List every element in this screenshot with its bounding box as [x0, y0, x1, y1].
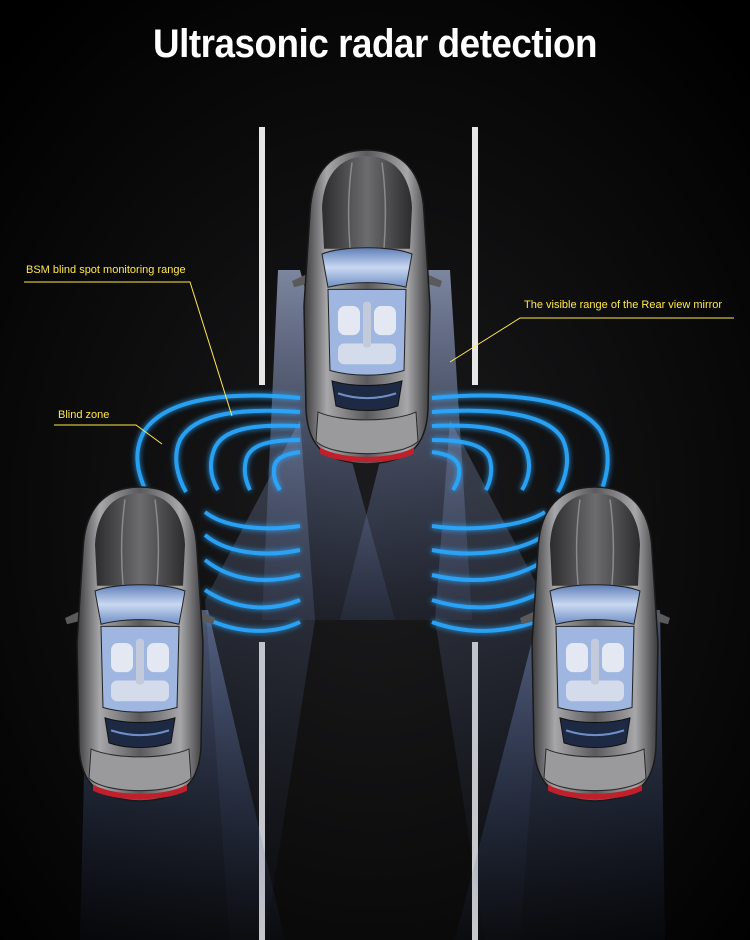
lane-line-icon — [472, 127, 478, 385]
blind-zone-leader-line — [54, 424, 163, 445]
radar-wave-icon — [431, 510, 547, 531]
radar-wave-icon — [203, 588, 301, 610]
radar-waves-left — [135, 393, 301, 633]
radar-wave-icon — [431, 533, 547, 556]
bsm-range-label: BSM blind spot monitoring range — [26, 264, 186, 276]
car-top-view-icon — [518, 485, 672, 803]
radar-wave-icon — [204, 616, 301, 633]
radar-wave-icon — [203, 533, 301, 556]
radar-waves-right — [431, 393, 610, 633]
blind-zone-label: Blind zone — [58, 409, 110, 421]
car-top-view-icon — [290, 148, 444, 466]
radar-wave-icon — [431, 408, 570, 493]
mirror-beam-icon — [435, 420, 545, 940]
annotation-leaders — [24, 281, 734, 445]
radar-wave-icon — [209, 423, 301, 492]
radar-wave-icon — [431, 558, 547, 582]
rear-view-leader-line — [449, 317, 734, 363]
radar-wave-icon — [174, 408, 301, 493]
car-top-view-icon — [63, 485, 217, 803]
page-title: Ultrasonic radar detection — [152, 22, 598, 66]
radar-wave-icon — [203, 558, 301, 582]
radar-wave-icon — [431, 616, 546, 633]
rear-view-range-label: The visible range of the Rear view mirro… — [524, 299, 723, 311]
radar-wave-icon — [431, 393, 610, 501]
radar-wave-icon — [431, 423, 531, 492]
bsm-leader-line — [24, 281, 233, 417]
lane-line-icon — [259, 127, 265, 385]
radar-wave-icon — [431, 450, 462, 492]
radar-wave-icon — [203, 510, 301, 531]
radar-wave-icon — [271, 450, 301, 492]
radar-wave-icon — [135, 393, 301, 501]
radar-wave-icon — [431, 588, 546, 610]
radar-wave-icon — [431, 438, 494, 491]
radar-wave-icon — [242, 438, 301, 491]
